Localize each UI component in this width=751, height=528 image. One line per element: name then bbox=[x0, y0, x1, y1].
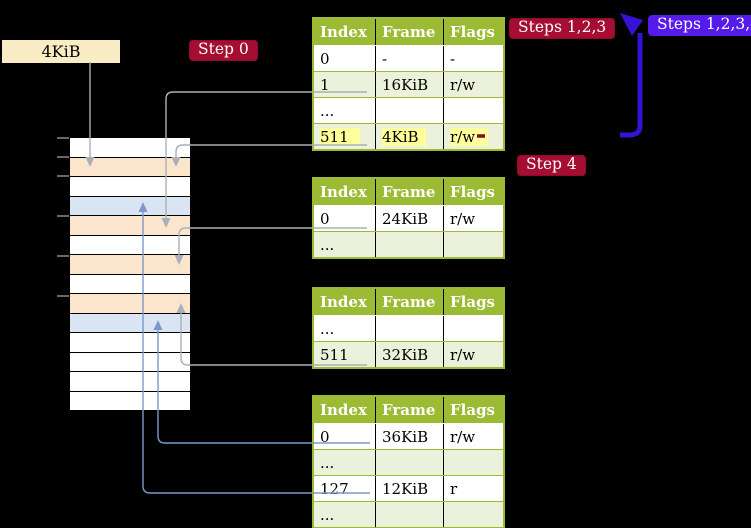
table-cell: ... bbox=[313, 97, 376, 124]
table-cell: 511 bbox=[313, 123, 376, 151]
table-cell bbox=[375, 315, 444, 342]
memory-frame-row-7 bbox=[70, 274, 190, 294]
table-row: 511 4KiB r/w bbox=[313, 123, 504, 151]
table-row: ... bbox=[313, 231, 504, 259]
badge-steps-1-2-3: Steps 1,2,3 bbox=[509, 18, 616, 39]
table-cell: 16KiB bbox=[375, 71, 444, 98]
table-cell bbox=[443, 315, 504, 342]
memory-frame-row-6 bbox=[70, 255, 190, 275]
memory-frame-row-10 bbox=[70, 333, 190, 353]
table-cell: 24KiB bbox=[375, 205, 444, 232]
table-row: ... bbox=[313, 97, 504, 124]
memory-frame-row-12 bbox=[70, 372, 190, 392]
table-cell: r/w bbox=[443, 123, 504, 151]
column-header-index: Index bbox=[313, 287, 376, 316]
badge-steps-1-2-3-4: Steps 1,2,3,4 bbox=[648, 15, 751, 36]
table-cell: 0 bbox=[313, 45, 376, 72]
column-header-frame: Frame bbox=[375, 287, 444, 316]
column-header-flags: Flags bbox=[443, 177, 504, 206]
table-cell: r/w bbox=[443, 205, 504, 232]
column-header-frame: Frame bbox=[375, 17, 444, 46]
table-cell: 4KiB bbox=[375, 123, 444, 151]
table-cell bbox=[375, 449, 444, 476]
table-cell: 32KiB bbox=[375, 341, 444, 369]
table-cell bbox=[375, 501, 444, 528]
table-cell: 0 bbox=[313, 423, 376, 450]
frame-size-label: 4KiB bbox=[2, 40, 120, 63]
physical-memory-column bbox=[69, 137, 191, 411]
table-row: ... bbox=[313, 449, 504, 476]
column-header-flags: Flags bbox=[443, 287, 504, 316]
table-cell bbox=[443, 97, 504, 124]
table-cell bbox=[443, 231, 504, 259]
table-cell: r bbox=[443, 475, 504, 502]
table-cell: ... bbox=[313, 315, 376, 342]
table-row: ... bbox=[313, 501, 504, 528]
memory-frame-row-3 bbox=[70, 196, 190, 216]
memory-frame-row-9 bbox=[70, 313, 190, 333]
table-cell: - bbox=[375, 45, 444, 72]
memory-frame-row-8 bbox=[70, 294, 190, 314]
table-cell: r/w bbox=[443, 341, 504, 369]
table-cell: 127 bbox=[313, 475, 376, 502]
badge-step-0: Step 0 bbox=[189, 40, 258, 61]
column-header-index: Index bbox=[313, 177, 376, 206]
memory-frame-row-2 bbox=[70, 177, 190, 197]
column-header-flags: Flags bbox=[443, 395, 504, 424]
column-header-index: Index bbox=[313, 395, 376, 424]
memory-frame-row-0 bbox=[70, 138, 190, 158]
column-header-frame: Frame bbox=[375, 177, 444, 206]
column-header-flags: Flags bbox=[443, 17, 504, 46]
arrow-loop-back-to-top-head bbox=[620, 13, 643, 36]
table-row: ... bbox=[313, 315, 504, 342]
table-cell: r/w bbox=[443, 71, 504, 98]
highlighted-cell-text: r/w bbox=[450, 127, 489, 146]
highlighted-cell-text: 4KiB bbox=[382, 127, 426, 146]
table-row: 0-- bbox=[313, 45, 504, 72]
badge-step-4: Step 4 bbox=[517, 155, 586, 176]
table-cell: 511 bbox=[313, 341, 376, 369]
memory-frame-row-11 bbox=[70, 352, 190, 372]
table-cell: 1 bbox=[313, 71, 376, 98]
table-cell: ... bbox=[313, 231, 376, 259]
table-cell bbox=[375, 231, 444, 259]
memory-frame-row-4 bbox=[70, 216, 190, 236]
table-cell bbox=[443, 449, 504, 476]
column-header-index: Index bbox=[313, 17, 376, 46]
table-cell bbox=[443, 501, 504, 528]
table-cell: ... bbox=[313, 449, 376, 476]
table-cell bbox=[375, 97, 444, 124]
table-cell: r/w bbox=[443, 423, 504, 450]
highlighted-cell-text: 511 bbox=[320, 127, 360, 146]
memory-frame-row-13 bbox=[70, 391, 190, 410]
column-header-frame: Frame bbox=[375, 395, 444, 424]
table-cell: 12KiB bbox=[375, 475, 444, 502]
table-cell: ... bbox=[313, 501, 376, 528]
table-cell: 0 bbox=[313, 205, 376, 232]
memory-frame-row-5 bbox=[70, 235, 190, 255]
table-cell: 36KiB bbox=[375, 423, 444, 450]
table-cell: - bbox=[443, 45, 504, 72]
memory-frame-row-1 bbox=[70, 157, 190, 177]
arrow-loop-back-to-top bbox=[620, 33, 643, 138]
